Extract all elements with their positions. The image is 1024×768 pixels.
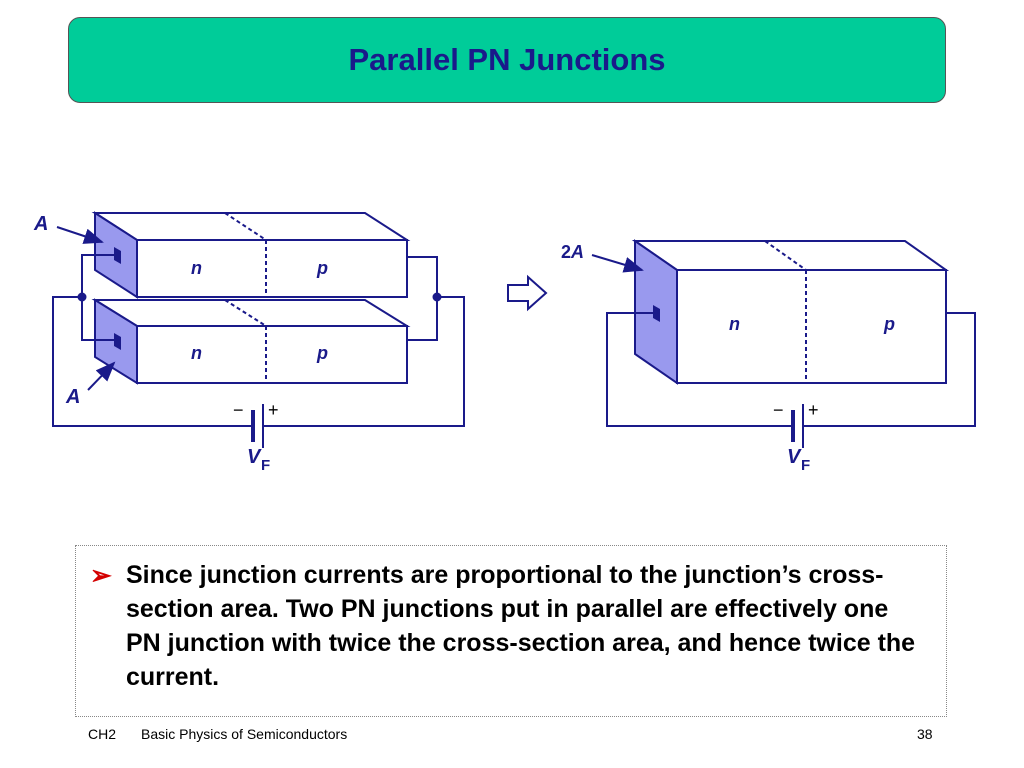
top-junction-block: [91, 211, 411, 299]
bullet-arrow-icon: ➢: [90, 560, 112, 590]
footer-chapter: CH2: [88, 726, 117, 742]
footer-page-number: 38: [917, 726, 933, 742]
left-voltage-subscript: F: [261, 457, 270, 474]
right-circuit: [591, 239, 976, 448]
top-area-arrow: [56, 226, 104, 244]
bottom-area-label: A: [65, 386, 80, 408]
combined-n-label: n: [729, 314, 740, 334]
right-plus-sign: +: [808, 400, 819, 420]
right-node-dot: [432, 292, 442, 302]
svg-text:2A: 2A: [561, 242, 584, 262]
combined-area-arrow: [591, 254, 644, 273]
footer-course: Basic Physics of Semiconductors: [141, 726, 348, 742]
bullet-box: ➢ Since junction currents are proportion…: [75, 545, 947, 717]
right-left-wire: [606, 312, 793, 427]
left-voltage-label: V: [247, 446, 262, 468]
left-minus-sign: −: [233, 400, 244, 420]
bottom-n-label: n: [191, 343, 202, 363]
top-area-label: A: [33, 213, 48, 235]
right-voltage-label: V: [787, 446, 802, 468]
slide-title: Parallel PN Junctions: [348, 42, 666, 77]
transform-arrow-icon: [507, 274, 548, 312]
top-n-label: n: [191, 258, 202, 278]
pn-junction-diagram: A A n p n p V F − + 2A n p V: [33, 211, 976, 474]
left-circuit: [52, 211, 465, 448]
combined-p-label: p: [883, 314, 895, 334]
bottom-junction-block: [91, 298, 411, 385]
left-plus-sign: +: [268, 400, 279, 420]
top-p-label: p: [316, 258, 328, 278]
combined-junction-block: [631, 239, 950, 385]
title-box: Parallel PN Junctions: [68, 17, 946, 103]
bullet-text: Since junction currents are proportional…: [126, 561, 916, 691]
left-battery: [251, 404, 264, 448]
right-right-wire: [803, 312, 976, 427]
left-node-dot: [77, 292, 87, 302]
right-voltage-subscript: F: [801, 457, 810, 474]
bottom-p-label: p: [316, 343, 328, 363]
bottom-area-arrow: [87, 361, 116, 391]
right-battery: [791, 404, 804, 448]
right-minus-sign: −: [773, 400, 784, 420]
combined-area-prefix: 2: [561, 242, 571, 262]
combined-area-label: A: [570, 242, 584, 262]
